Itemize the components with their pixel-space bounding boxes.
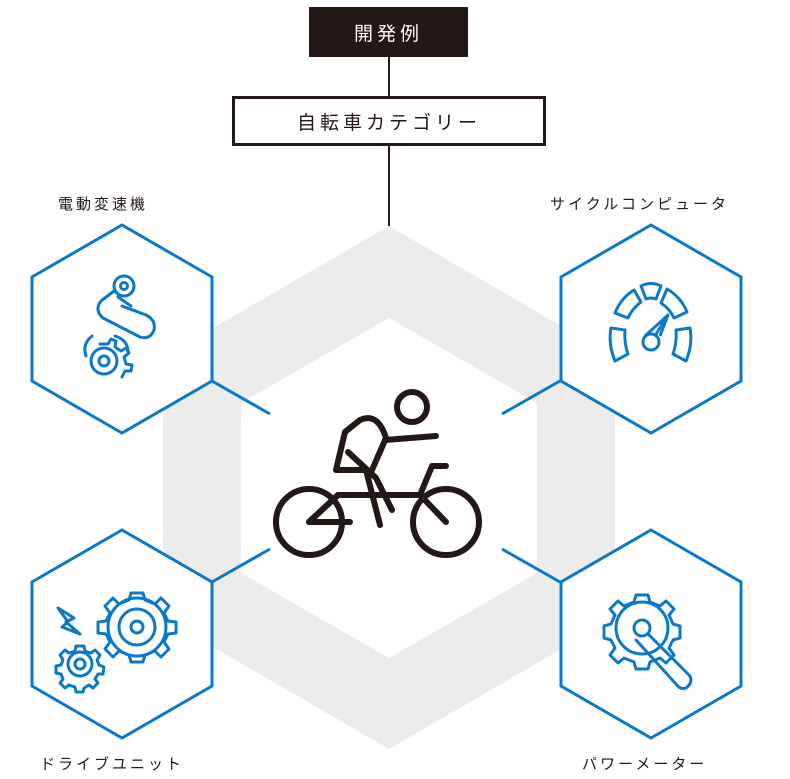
speedometer-icon: [608, 282, 693, 363]
background-hexagon: [163, 226, 615, 749]
node-connectors: [211, 379, 561, 584]
category-box: 自転車カテゴリー: [232, 96, 546, 146]
label-drive-unit: ドライブユニット: [40, 755, 185, 773]
crank-power-meter-icon: [602, 593, 693, 690]
label-power-meter: パワーメーター: [582, 755, 708, 773]
label-electric-shifter: 電動変速機: [58, 195, 149, 213]
cyclist-icon: [273, 389, 482, 558]
label-cycle-computer: サイクルコンピュータ: [550, 195, 729, 213]
hexagon-power-meter[interactable]: [559, 528, 743, 740]
diagram-title: 開発例: [309, 7, 468, 57]
electric-gears-icon: [54, 591, 178, 694]
rear-derailleur-icon: [83, 274, 156, 379]
